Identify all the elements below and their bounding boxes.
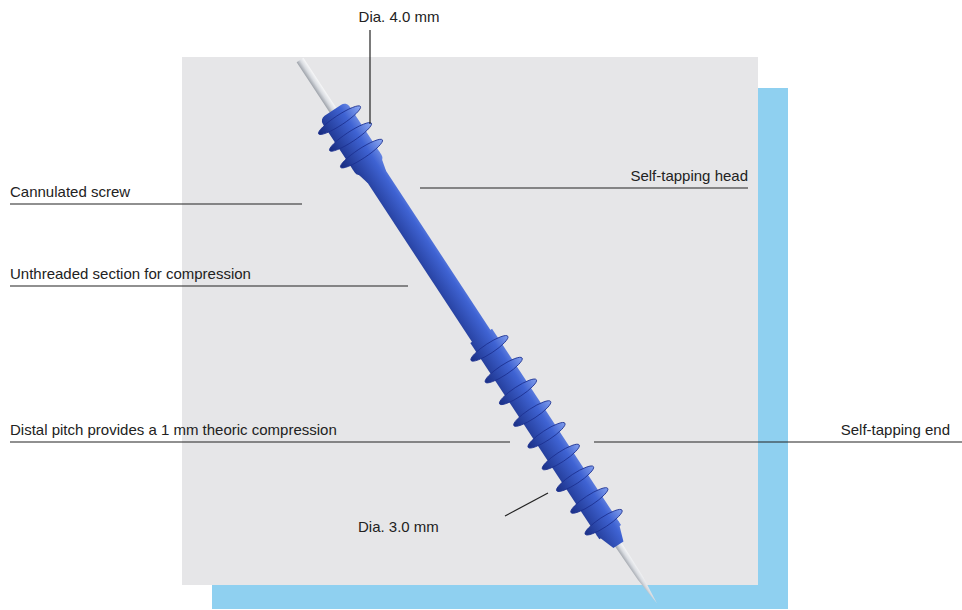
callout-label: Dia. 4.0 mm (359, 8, 440, 26)
thread-group (316, 102, 627, 540)
callout-label: Distal pitch provides a 1 mm theoric com… (10, 421, 337, 439)
screw (279, 46, 678, 610)
callout-label: Dia. 3.0 mm (358, 518, 439, 536)
grey-panel (182, 57, 758, 585)
callout-label: Self-tapping end (841, 421, 950, 439)
thread-ridge (568, 484, 610, 517)
callout-label: Cannulated screw (10, 183, 130, 201)
leader-line (10, 203, 302, 204)
thread-ridge (497, 376, 539, 409)
callout-label: Unthreaded section for compression (10, 265, 251, 283)
thread-ridge (511, 397, 553, 430)
leader-line (594, 441, 962, 442)
thread-ridge (554, 462, 596, 495)
thread-ridge (483, 354, 525, 387)
thread-ridge (540, 441, 582, 474)
thread-ridge (468, 332, 510, 365)
thread-ridge (338, 136, 385, 172)
leader-line (505, 493, 548, 516)
threaded-core (470, 329, 621, 540)
leader-line (10, 285, 408, 286)
leader-lines (10, 30, 962, 516)
leader-line (369, 30, 370, 124)
leader-line (10, 441, 510, 442)
leader-line (420, 187, 748, 188)
thread-ridge (582, 506, 624, 539)
unthreaded-shaft (365, 167, 496, 350)
callout-label: Self-tapping head (630, 167, 748, 185)
thread-ridge (525, 419, 567, 452)
